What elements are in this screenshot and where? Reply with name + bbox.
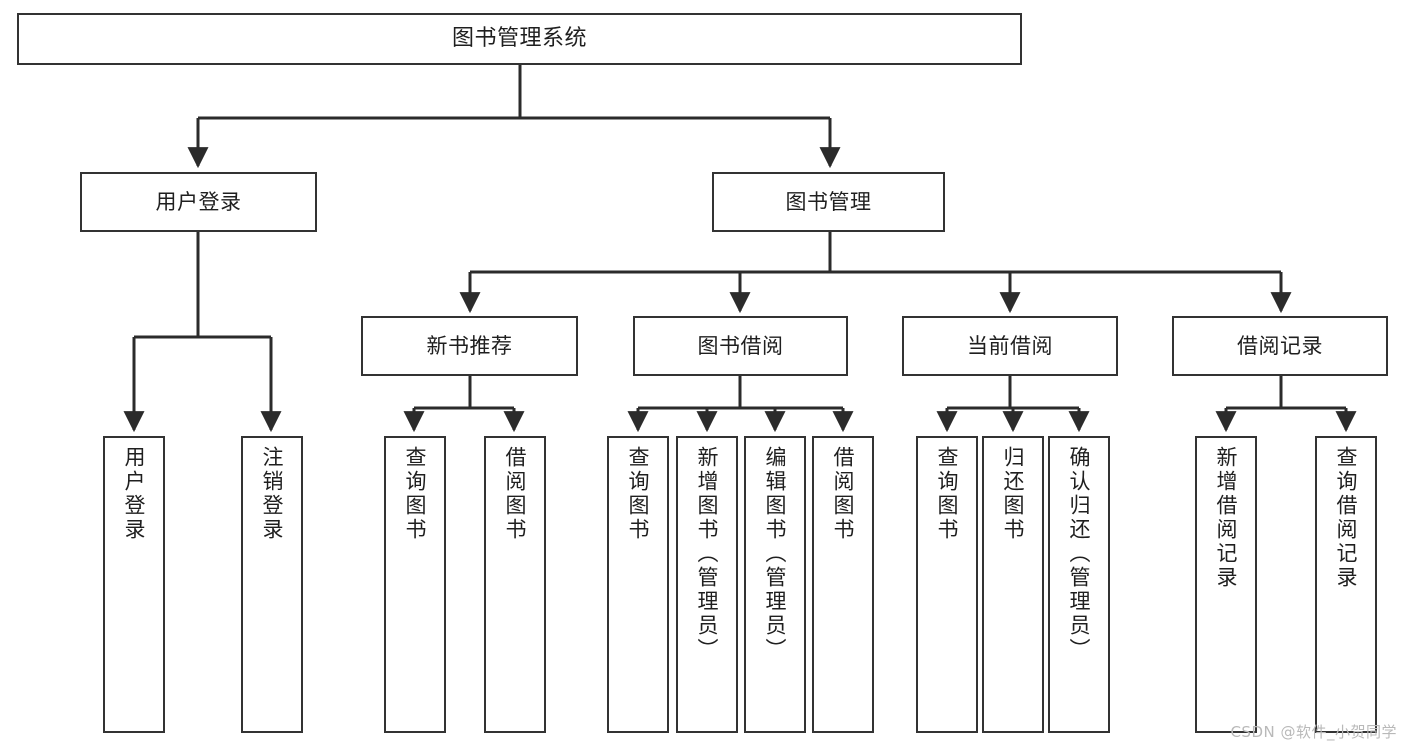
node-label: 新增图书（管理员） xyxy=(695,446,720,662)
node-book-management[interactable]: 图书管理 xyxy=(712,172,945,232)
node-label: 借阅记录 xyxy=(1237,333,1323,358)
leaf-borrow-books-new[interactable]: 借阅图书 xyxy=(484,436,546,733)
node-label: 查询图书 xyxy=(403,446,428,542)
leaf-borrow-books[interactable]: 借阅图书 xyxy=(812,436,874,733)
node-label: 新书推荐 xyxy=(426,333,513,358)
leaf-return-books[interactable]: 归还图书 xyxy=(982,436,1044,733)
node-label: 当前借阅 xyxy=(967,333,1053,358)
node-new-book-recommend[interactable]: 新书推荐 xyxy=(361,316,578,376)
node-label: 查询借阅记录 xyxy=(1334,446,1359,590)
node-label: 图书管理系统 xyxy=(451,26,587,52)
node-label: 借阅图书 xyxy=(831,446,856,542)
leaf-edit-book-admin[interactable]: 编辑图书（管理员） xyxy=(744,436,806,733)
node-label: 注销登录 xyxy=(260,446,285,542)
leaf-add-book-admin[interactable]: 新增图书（管理员） xyxy=(676,436,738,733)
node-label: 查询图书 xyxy=(935,446,960,542)
node-label: 用户登录 xyxy=(155,189,242,214)
node-label: 用户登录 xyxy=(122,446,147,542)
csdn-watermark: CSDN @软件_小贺同学 xyxy=(1230,723,1397,741)
node-current-borrow[interactable]: 当前借阅 xyxy=(902,316,1118,376)
leaf-query-books-new[interactable]: 查询图书 xyxy=(384,436,446,733)
leaf-query-books-current[interactable]: 查询图书 xyxy=(916,436,978,733)
node-book-borrow[interactable]: 图书借阅 xyxy=(633,316,848,376)
leaf-logout-login[interactable]: 注销登录 xyxy=(241,436,303,733)
node-label: 归还图书 xyxy=(1001,446,1026,542)
node-label: 借阅图书 xyxy=(503,446,528,542)
leaf-add-borrow-record[interactable]: 新增借阅记录 xyxy=(1195,436,1257,733)
leaf-confirm-return-admin[interactable]: 确认归还（管理员） xyxy=(1048,436,1110,733)
node-label: 确认归还（管理员） xyxy=(1067,446,1092,662)
leaf-query-books-borrow[interactable]: 查询图书 xyxy=(607,436,669,733)
node-label: 图书借阅 xyxy=(697,333,784,358)
node-label: 新增借阅记录 xyxy=(1214,446,1239,590)
node-label: 编辑图书（管理员） xyxy=(763,446,788,662)
leaf-query-borrow-record[interactable]: 查询借阅记录 xyxy=(1315,436,1377,733)
node-root-system[interactable]: 图书管理系统 xyxy=(17,13,1022,65)
node-label: 查询图书 xyxy=(626,446,651,542)
node-label: 图书管理 xyxy=(785,189,872,214)
node-borrow-records[interactable]: 借阅记录 xyxy=(1172,316,1388,376)
leaf-user-login[interactable]: 用户登录 xyxy=(103,436,165,733)
node-user-login[interactable]: 用户登录 xyxy=(80,172,317,232)
